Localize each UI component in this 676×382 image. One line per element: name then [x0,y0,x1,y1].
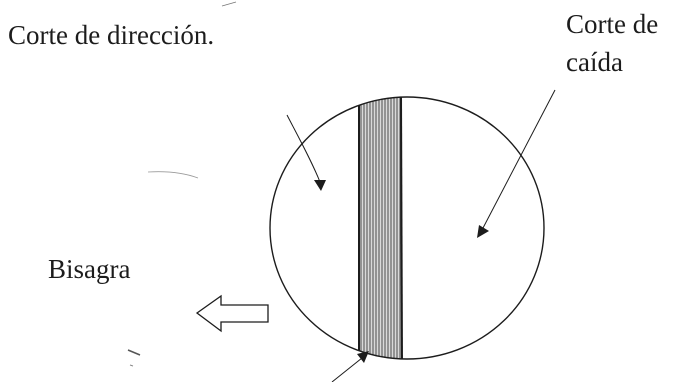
hinge-strip [358,97,403,359]
hollow-left-arrow-icon [195,294,269,333]
stray-mark [127,349,141,356]
fall-cut-arrow [477,89,556,238]
fall-cut-label-line2: caída [566,47,623,77]
hinge-label: Bisagra [48,254,131,284]
stump-outline [269,96,545,360]
stray-mark [147,171,199,179]
hinge-pointer-arrow [331,351,369,382]
stray-mark [221,1,237,7]
stray-mark [129,364,134,367]
direction-cut-arrow [286,114,326,191]
fall-cut-label-line1: Corte de [566,9,659,39]
direction-cut-label: Corte de dirección. [8,20,215,50]
